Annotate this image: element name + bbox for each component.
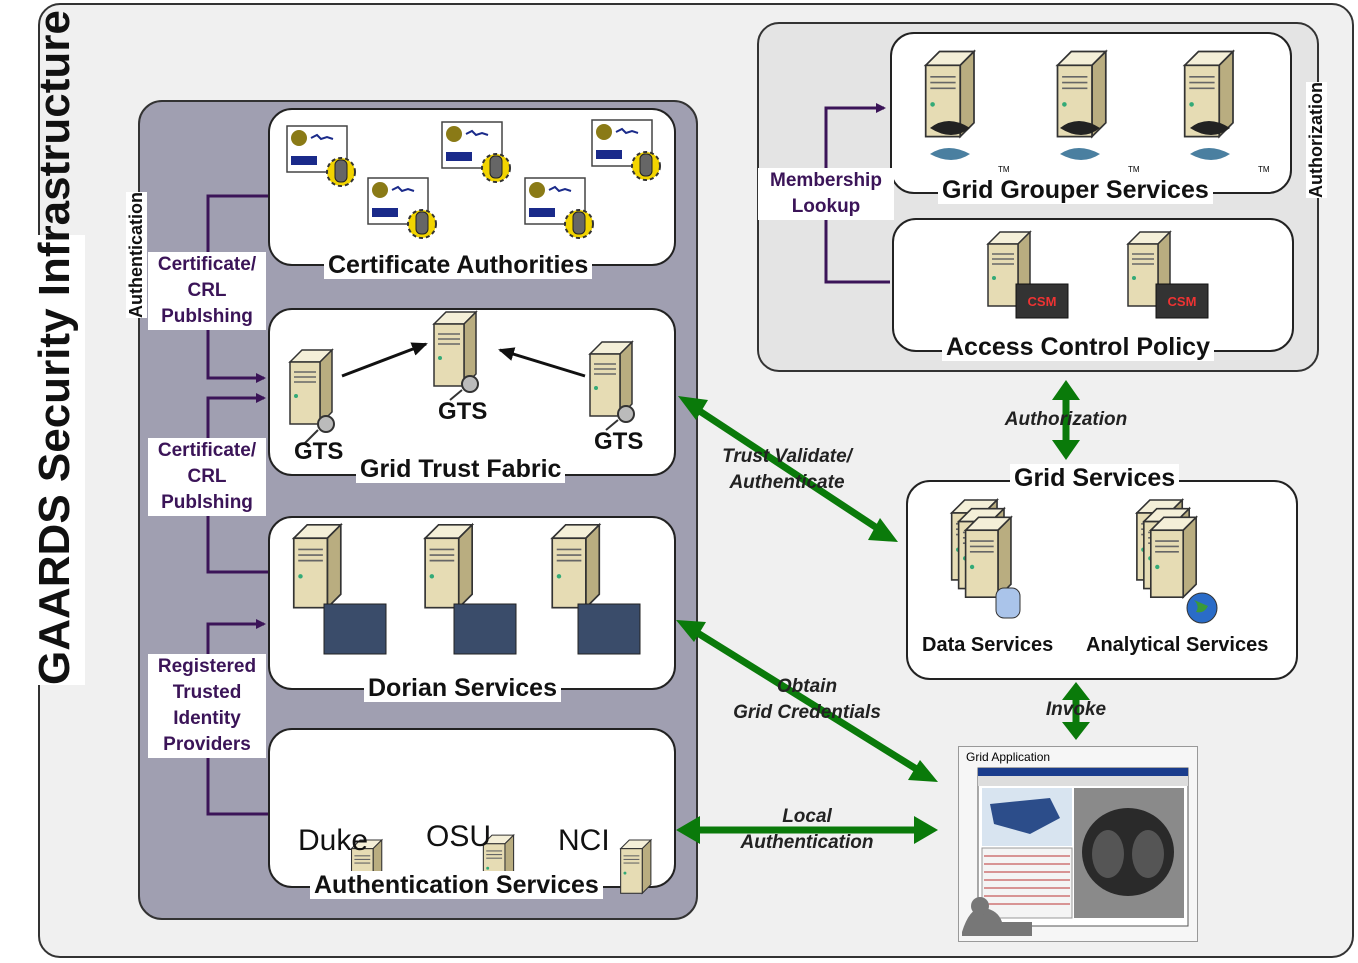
gts-label: GTS <box>438 398 488 425</box>
site-duke: Duke <box>298 824 369 857</box>
grid-application-title: Grid Application <box>966 750 1051 764</box>
cert-crl-publishing-2: Certificate/ CRL Publshing <box>148 438 266 516</box>
membership-lookup: Membership Lookup <box>758 168 894 220</box>
invoke-arrow <box>1062 682 1090 740</box>
label-line: CRL <box>187 280 227 301</box>
green-arrows <box>676 380 1090 844</box>
site-nci: NCI <box>558 824 610 857</box>
label-line: Authentication <box>740 832 874 853</box>
label-line: Registered <box>157 656 257 677</box>
grid-trust-fabric-title: Grid Trust Fabric <box>356 455 566 483</box>
label-line: Publshing <box>161 306 253 327</box>
tm-mark: TM <box>1258 165 1270 174</box>
label-line: Lookup <box>791 196 861 217</box>
label-line: Local <box>782 806 832 827</box>
invoke-label: Invoke <box>1045 699 1107 720</box>
label-line: Trusted <box>172 682 242 703</box>
authorization-label: Authorization <box>1306 82 1327 198</box>
grouper-server-icons <box>924 50 1234 160</box>
authentication-services-box <box>268 728 676 888</box>
analytical-services-label: Analytical Services <box>1086 634 1269 656</box>
local-authentication-arrow <box>676 816 938 844</box>
tm-mark: TM <box>998 165 1010 174</box>
dorian-server-icons <box>292 523 641 655</box>
authentication-label: Authentication <box>126 192 147 318</box>
authorization-arrow <box>1052 380 1080 460</box>
label-line: CRL <box>187 466 227 487</box>
csm-logo: CSM <box>1028 294 1057 309</box>
grid-services-title: Grid Services <box>1010 464 1180 492</box>
label-line: Obtain <box>776 676 838 697</box>
trust-validate-label: Trust Validate/ Authenticate <box>700 444 874 496</box>
dorian-services-title: Dorian Services <box>364 674 561 702</box>
access-control-policy-box <box>892 218 1294 352</box>
label-line: Authenticate <box>729 472 845 493</box>
certificate-authorities-title: Certificate Authorities <box>324 251 593 279</box>
local-authentication-label: Local Authentication <box>722 804 892 856</box>
gts-label: GTS <box>594 428 644 455</box>
access-control-policy-title: Access Control Policy <box>942 333 1214 361</box>
certificate-icons <box>286 119 661 239</box>
tm-mark: TM <box>1128 165 1140 174</box>
label-line: Publshing <box>161 492 253 513</box>
analytical-services-icon <box>1136 499 1218 624</box>
label-line: Identity <box>173 708 241 729</box>
data-services-label: Data Services <box>922 634 1054 656</box>
obtain-credentials-arrow <box>676 620 938 782</box>
gts-arrow-left <box>341 342 428 378</box>
registered-trusted-idps: Registered Trusted Identity Providers <box>148 654 266 758</box>
gts-arrow-right <box>498 347 586 378</box>
site-osu: OSU <box>426 820 492 853</box>
authorization-arrow-label: Authorization <box>1004 409 1128 430</box>
obtain-credentials-label: Obtain Grid Credentials <box>712 674 902 726</box>
data-services-icon <box>950 499 1021 619</box>
gts-label: GTS <box>294 438 344 465</box>
cert-crl-publishing-1: Certificate/ CRL Publshing <box>148 252 266 330</box>
label-line: Membership <box>770 170 882 191</box>
label-line: Trust Validate/ <box>722 446 852 467</box>
grid-grouper-title: Grid Grouper Services <box>938 176 1213 204</box>
gts-server-icons <box>289 311 635 445</box>
label-line: Certificate/ <box>157 440 257 461</box>
csm-logo: CSM <box>1168 294 1197 309</box>
label-line: Providers <box>163 734 251 755</box>
label-line: Certificate/ <box>157 254 257 275</box>
authentication-services-title: Authentication Services <box>310 871 603 899</box>
grid-application-screenshot <box>962 767 1189 936</box>
trust-validate-arrow <box>678 396 898 542</box>
label-line: Grid Credentials <box>733 702 881 723</box>
acp-server-icons <box>987 231 1209 319</box>
